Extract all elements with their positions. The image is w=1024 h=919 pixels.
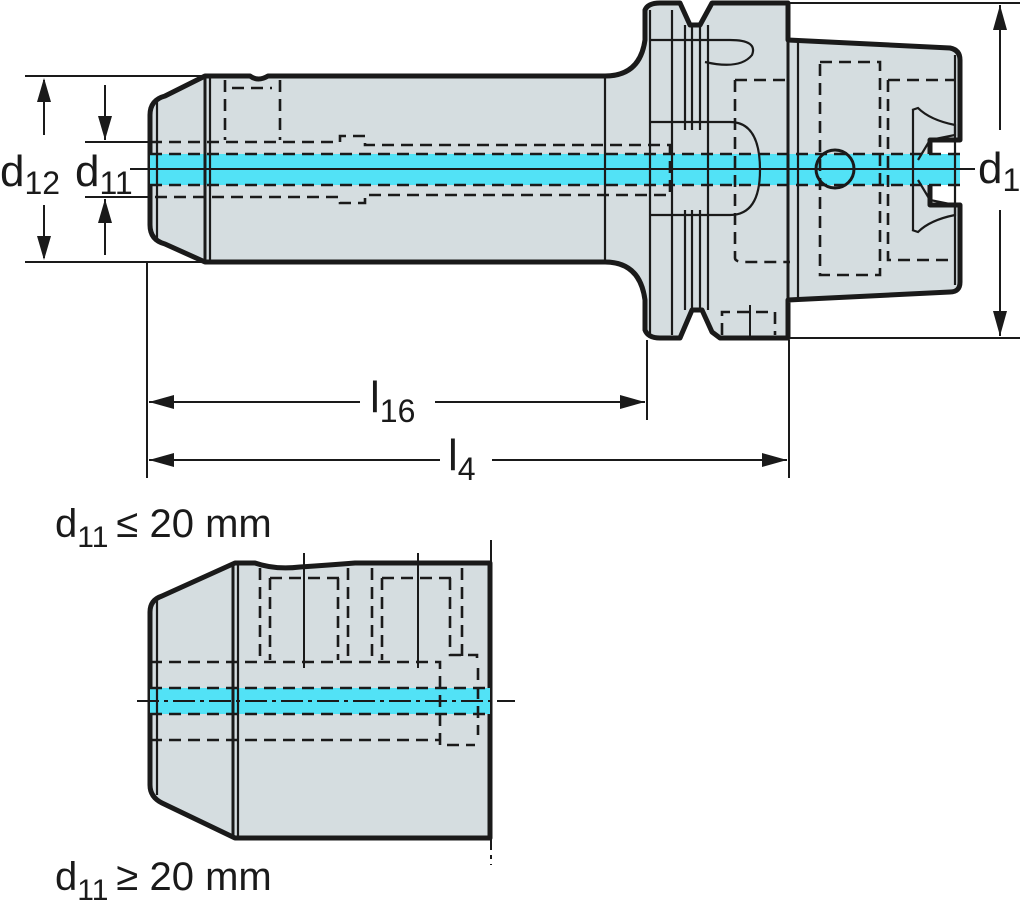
hidden-pin <box>720 310 777 335</box>
d12-arrow-top <box>37 78 51 102</box>
detail-view: d11≤ 20 mm d11≥ 20 mm <box>55 502 515 907</box>
d11-arrow-bottom <box>98 199 112 223</box>
d1-arrow-top <box>993 5 1007 30</box>
hidden-screw-hole <box>223 80 282 140</box>
hidden-cavity-2 <box>818 60 882 277</box>
d1-label: d1 <box>978 144 1020 198</box>
d11-label: d11 <box>75 147 133 201</box>
l16-arrow-left <box>149 395 174 409</box>
d1-arrow-bottom <box>993 311 1007 336</box>
l16-label: l16 <box>370 373 415 429</box>
detail-hidden-bore <box>150 660 475 747</box>
l4-arrow-right <box>762 453 787 467</box>
detail-label-large: d11≥ 20 mm <box>55 855 272 907</box>
main-view <box>130 0 975 341</box>
hidden-cavity-3 <box>886 78 955 262</box>
dimensions: d12 d11 d1 l16 l4 <box>0 2 1020 487</box>
end-notch <box>911 106 957 234</box>
l4-label: l4 <box>448 431 476 487</box>
hidden-cavity-1 <box>733 78 790 264</box>
l16-arrow-right <box>620 395 645 409</box>
d12-arrow-bottom <box>37 236 51 260</box>
hidden-coolant-edges <box>150 152 960 187</box>
detail-hidden-screw-2 <box>370 568 479 665</box>
key-slot <box>650 38 755 66</box>
l4-arrow-left <box>149 453 174 467</box>
d12-label: d12 <box>0 147 60 201</box>
d11-arrow-top <box>98 116 112 140</box>
detail-label-small: d11≤ 20 mm <box>55 502 272 554</box>
detail-hidden-screw-1 <box>258 568 350 662</box>
